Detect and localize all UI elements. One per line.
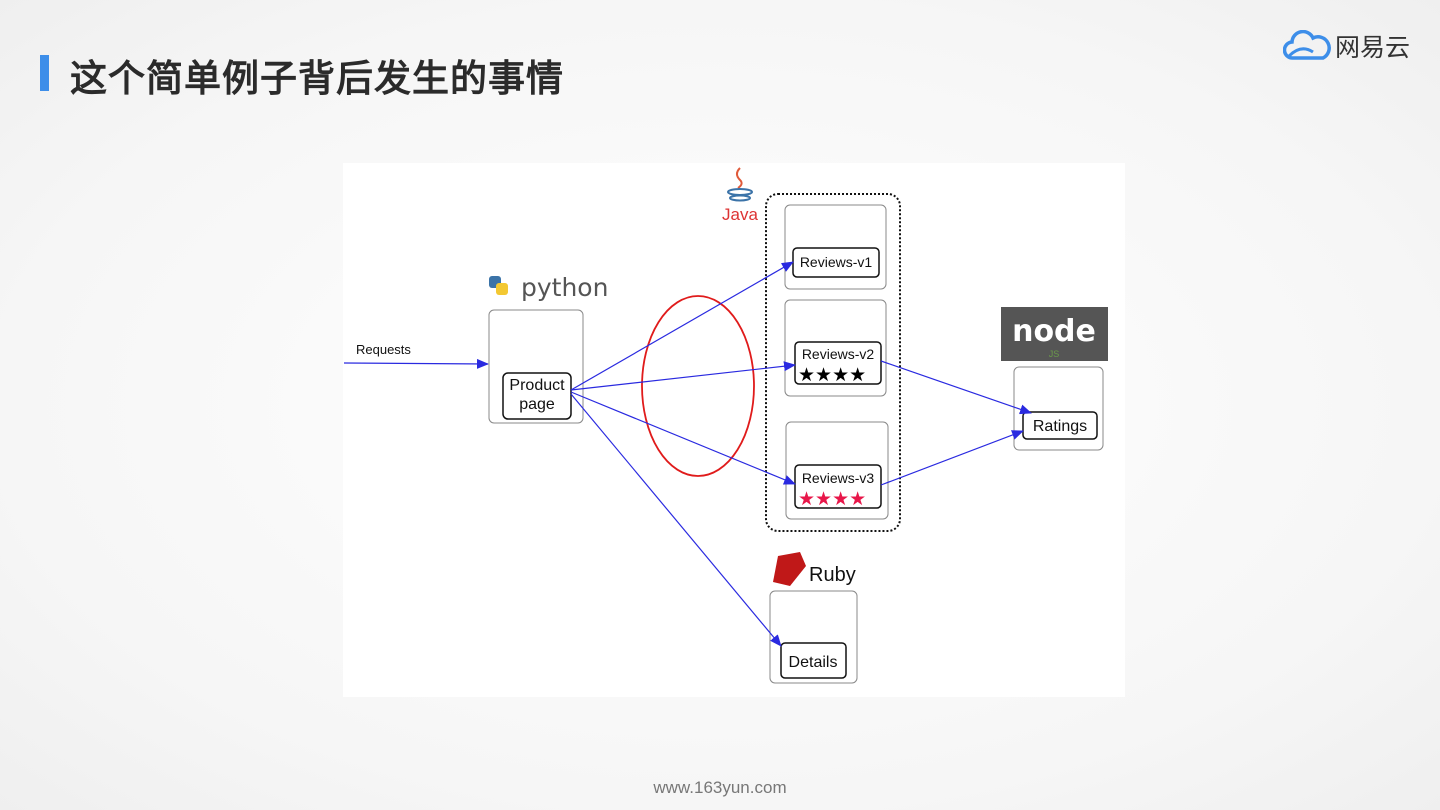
details-node [780, 642, 847, 679]
diagram-panel [343, 163, 1125, 697]
reviews-group [765, 193, 901, 532]
edge-productpage-reviews-v3 [570, 391, 796, 485]
reviews-v3-stars: ★★★★ [798, 489, 866, 510]
edge-requests-productpage [343, 358, 489, 369]
brand-logo: 网易云 [1283, 28, 1410, 64]
edge-productpage-details [570, 393, 782, 647]
reviews-v3-label: Reviews-v3 [802, 470, 875, 486]
nodejs-logo-text: node [1012, 314, 1096, 349]
java-logo: Java [722, 167, 758, 224]
python-logo-text: python [521, 273, 608, 302]
edge-productpage-reviews-v2 [570, 361, 796, 391]
reviews-v3-node [794, 464, 882, 509]
edge-reviews-v2-ratings [880, 360, 1032, 415]
footer-url: www.163yun.com [653, 778, 787, 797]
productpage-node [502, 372, 572, 420]
highlight-ellipse [641, 295, 755, 477]
edge-reviews-v3-ratings [880, 430, 1024, 486]
python-logo: python [489, 273, 608, 302]
nodejs-logo-sub: JS [1049, 349, 1060, 359]
productpage-label-1: Product [509, 377, 565, 394]
reviews-v2-stars: ★★★★ [798, 365, 866, 386]
requests-label: Requests [356, 342, 411, 357]
page-title: 这个简单例子背后发生的事情 [70, 57, 564, 100]
ratings-label: Ratings [1033, 418, 1087, 435]
title-accent-bar [40, 55, 49, 91]
ruby-logo: Ruby [773, 552, 856, 586]
edge-productpage-reviews-v1 [570, 261, 794, 391]
reviews-v2-label: Reviews-v2 [802, 346, 875, 362]
details-label: Details [789, 654, 838, 671]
reviews-v1-label: Reviews-v1 [800, 254, 873, 270]
productpage-label-2: page [519, 396, 555, 413]
ruby-logo-text: Ruby [809, 564, 856, 586]
brand-name: 网易云 [1335, 33, 1411, 62]
nodejs-logo: node JS [1001, 307, 1108, 361]
java-logo-text: Java [722, 205, 758, 224]
ratings-node [1022, 411, 1098, 440]
cloud-icon [1283, 30, 1331, 60]
